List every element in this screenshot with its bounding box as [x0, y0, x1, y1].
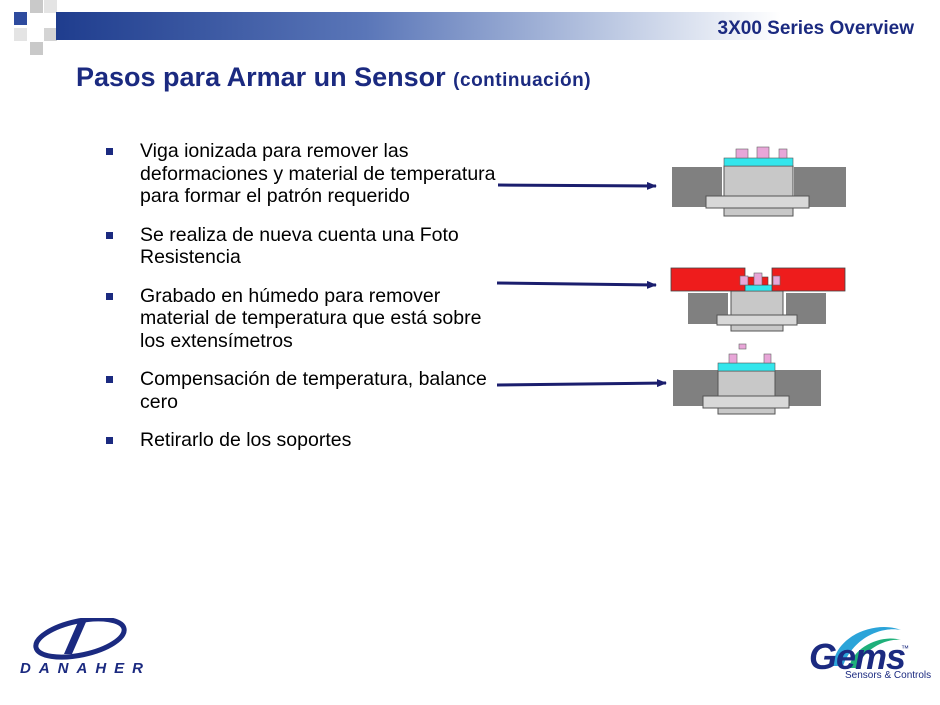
- arrow-step-2: [496, 280, 657, 289]
- bullet-square-icon: [106, 231, 113, 239]
- bullet-text: Compensación de temperatura, balance cer…: [140, 368, 487, 413]
- bullet-text: Viga ionizada para remover las deformaci…: [140, 140, 496, 207]
- bullet-item: Se realiza de nueva cuenta una Foto Resi…: [104, 224, 504, 269]
- bullet-item: Retirarlo de los soportes: [104, 429, 504, 452]
- danaher-d-icon: [33, 618, 127, 660]
- sensor-assembly-3: [673, 343, 821, 415]
- bullet-square-icon: [106, 437, 113, 444]
- bullet-text: Grabado en húmedo para remover material …: [140, 284, 482, 352]
- bullet-square-icon: [106, 376, 113, 383]
- header-squares-icon: [0, 0, 80, 60]
- bullet-item: Grabado en húmedo para remover material …: [104, 285, 504, 353]
- slide-title-main: Pasos para Armar un Sensor: [76, 62, 446, 92]
- bullet-square-icon: [106, 148, 113, 155]
- series-title: 3X00 Series Overview: [717, 18, 914, 39]
- gems-wordmark: Gems: [809, 636, 906, 677]
- sensor-assembly-1: [672, 146, 846, 217]
- sensor-assembly-2: [670, 267, 846, 332]
- danaher-logo: DANAHER: [18, 618, 143, 680]
- header-bar: [56, 12, 940, 40]
- bullet-item: Viga ionizada para remover las deformaci…: [104, 140, 504, 208]
- bullet-text: Se realiza de nueva cuenta una Foto Resi…: [140, 223, 459, 269]
- bullet-square-icon: [106, 292, 113, 300]
- gems-logo: Gems ™ Sensors & Controls: [805, 622, 935, 688]
- arrow-step-3: [496, 379, 667, 388]
- bullet-item: Compensación de temperatura, balance cer…: [104, 368, 504, 413]
- gems-trademark: ™: [901, 644, 909, 653]
- bullet-text: Retirarlo de los soportes: [140, 429, 352, 451]
- slide-title-sub: (continuación): [453, 70, 592, 91]
- gems-swoosh-icon: [833, 627, 901, 668]
- gems-tagline: Sensors & Controls: [845, 670, 932, 681]
- bullet-list: Viga ionizada para remover las deformaci…: [104, 140, 504, 468]
- arrow-step-1: [497, 181, 657, 190]
- danaher-wordmark: DANAHER: [20, 660, 151, 677]
- slide-title: Pasos para Armar un Sensor (continuación…: [76, 62, 591, 93]
